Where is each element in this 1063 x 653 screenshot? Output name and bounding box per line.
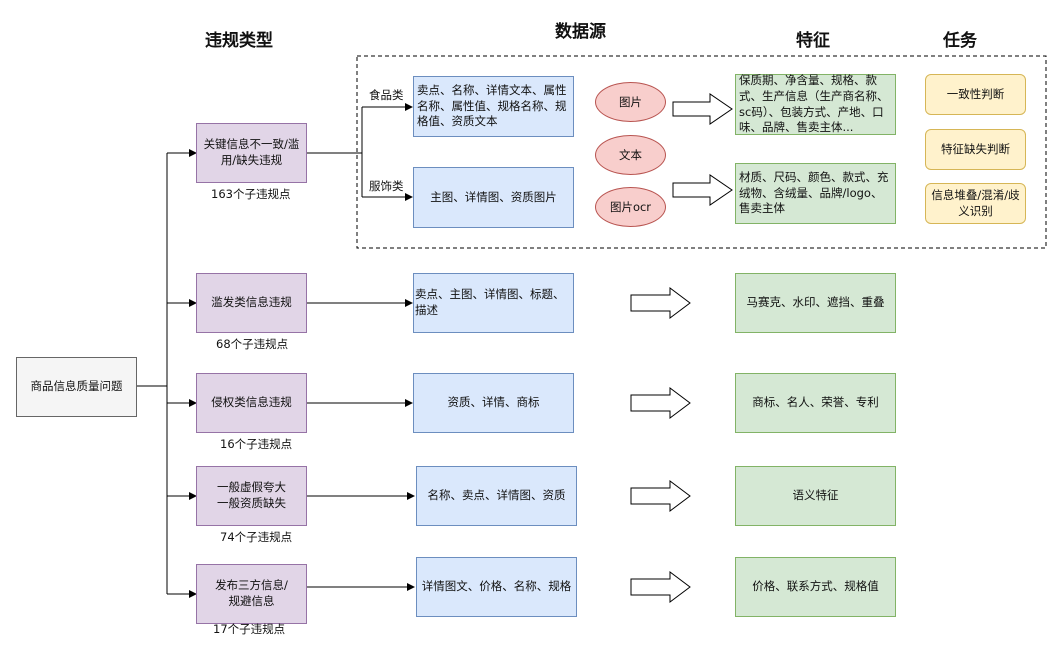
header-data-source: 数据源 <box>555 22 606 42</box>
violation-count: 163个子违规点 <box>211 187 291 201</box>
source-label: 详情图文、价格、名称、规格 <box>421 579 572 594</box>
modality-text: 文本 <box>595 135 666 175</box>
feature-label: 马赛克、水印、遮挡、重叠 <box>746 295 885 310</box>
violation-count: 68个子违规点 <box>216 337 289 351</box>
feature-infringement: 商标、名人、荣誉、专利 <box>735 373 896 433</box>
violation-count: 74个子违规点 <box>220 530 293 544</box>
violation-node: 关键信息不一致/滥用/缺失违规 <box>196 123 307 183</box>
feature-third-party: 价格、联系方式、规格值 <box>735 557 896 617</box>
source-third-party: 详情图文、价格、名称、规格 <box>416 557 577 617</box>
feature-label: 语义特征 <box>792 488 839 503</box>
block-arrow-5 <box>630 480 691 512</box>
feature-apparel: 材质、尺码、颜色、款式、充绒物、含绒量、品牌/logo、售卖主体 <box>735 163 896 224</box>
task-label: 信息堆叠/混淆/歧义识别 <box>931 187 1020 218</box>
dashed-group-border <box>356 55 1047 249</box>
modality-image: 图片 <box>595 82 666 122</box>
source-label: 名称、卖点、详情图、资质 <box>427 488 566 503</box>
feature-false-claims: 语义特征 <box>735 466 896 526</box>
feature-label: 保质期、净含量、规格、款式、生产信息（生产商名称、sc码）、包装方式、产地、口味… <box>739 73 889 135</box>
block-arrow-6 <box>630 571 691 603</box>
violation-node: 发布三方信息/规避信息 <box>196 564 307 624</box>
modality-label: 图片 <box>619 95 642 109</box>
violation-count: 16个子违规点 <box>220 437 293 451</box>
source-label: 主图、详情图、资质图片 <box>430 189 557 204</box>
block-arrow-1 <box>672 93 733 125</box>
feature-spam: 马赛克、水印、遮挡、重叠 <box>735 273 896 333</box>
source-label: 资质、详情、商标 <box>447 395 540 410</box>
source-label: 卖点、主图、详情图、标题、描述 <box>415 287 565 317</box>
violation-node: 一般虚假夸大 一般资质缺失 <box>196 466 307 526</box>
modality-image-ocr: 图片ocr <box>595 187 666 227</box>
task-ambiguity: 信息堆叠/混淆/歧义识别 <box>925 183 1026 224</box>
task-label: 一致性判断 <box>946 86 1005 101</box>
violation-label: 关键信息不一致/滥用/缺失违规 <box>203 137 300 167</box>
violation-node: 滥发类信息违规 <box>196 273 307 333</box>
source-spam: 卖点、主图、详情图、标题、描述 <box>413 273 574 333</box>
modality-label: 文本 <box>619 148 642 162</box>
modality-label: 图片ocr <box>609 200 652 214</box>
violation-label: 侵权类信息违规 <box>211 395 292 410</box>
violation-node: 侵权类信息违规 <box>196 373 307 433</box>
category-apparel-label: 服饰类 <box>369 179 404 193</box>
task-consistency: 一致性判断 <box>925 74 1026 115</box>
block-arrow-2 <box>672 174 733 206</box>
block-arrow-4 <box>630 387 691 419</box>
feature-food: 保质期、净含量、规格、款式、生产信息（生产商名称、sc码）、包装方式、产地、口味… <box>735 73 896 135</box>
block-arrow-3 <box>630 287 691 319</box>
violation-label: 发布三方信息/规避信息 <box>215 578 288 608</box>
source-false-claims: 名称、卖点、详情图、资质 <box>416 466 577 526</box>
root-node: 商品信息质量问题 <box>16 357 137 417</box>
header-violation-type: 违规类型 <box>205 31 273 51</box>
violation-label: 一般虚假夸大 一般资质缺失 <box>217 480 286 510</box>
violation-count: 17个子违规点 <box>213 622 286 636</box>
task-label: 特征缺失判断 <box>941 141 1010 156</box>
header-task: 任务 <box>943 31 977 51</box>
source-label: 卖点、名称、详情文本、属性名称、属性值、规格名称、规格值、资质文本 <box>417 83 567 129</box>
feature-label: 价格、联系方式、规格值 <box>752 579 879 594</box>
source-infringement: 资质、详情、商标 <box>413 373 574 433</box>
feature-label: 商标、名人、荣誉、专利 <box>752 395 879 410</box>
violation-label: 滥发类信息违规 <box>211 295 292 310</box>
source-food: 卖点、名称、详情文本、属性名称、属性值、规格名称、规格值、资质文本 <box>413 76 574 137</box>
category-food-label: 食品类 <box>369 88 404 102</box>
root-label: 商品信息质量问题 <box>30 379 123 394</box>
header-feature: 特征 <box>796 31 830 51</box>
feature-label: 材质、尺码、颜色、款式、充绒物、含绒量、品牌/logo、售卖主体 <box>739 170 889 216</box>
task-missing-feature: 特征缺失判断 <box>925 129 1026 170</box>
source-apparel: 主图、详情图、资质图片 <box>413 167 574 228</box>
